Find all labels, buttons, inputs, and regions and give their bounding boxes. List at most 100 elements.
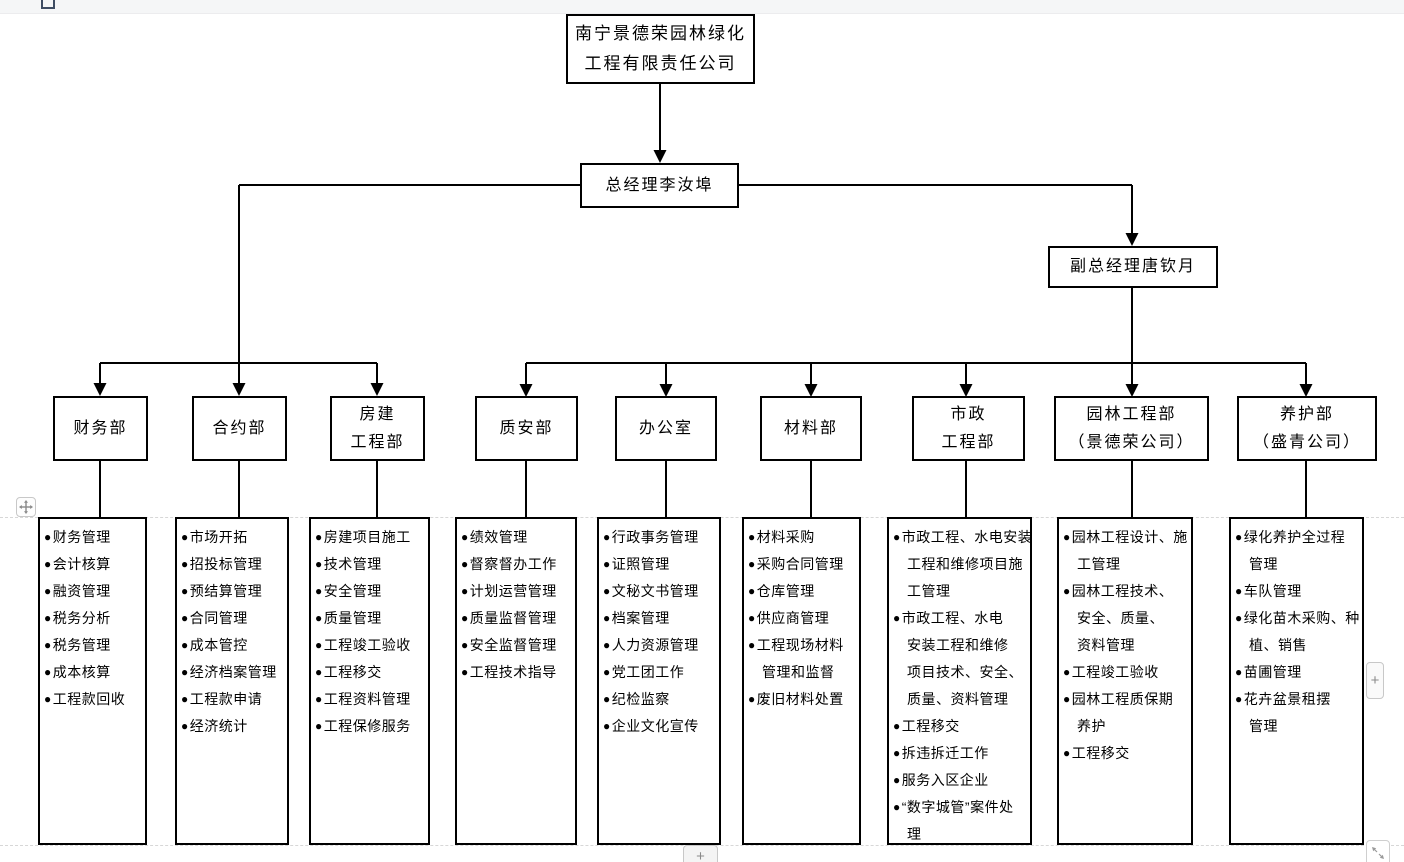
duty-text: “数字城管”案件处	[901, 798, 1014, 815]
duty-text: 工管理	[1077, 555, 1121, 572]
bullet-icon: ●	[893, 799, 901, 814]
department-box[interactable]: 财务部	[53, 396, 148, 461]
duty-text: 园林工程设计、施	[1071, 528, 1188, 545]
bullet-icon: ●	[181, 691, 189, 706]
org-node-deputy-manager[interactable]: 副总经理唐钦月	[1048, 246, 1218, 288]
duty-item: ●工程移交	[315, 658, 428, 685]
bullet-icon: ●	[315, 691, 323, 706]
department-duties-box[interactable]: ●园林工程设计、施工管理●园林工程技术、安全、质量、资料管理●工程竣工验收●园林…	[1057, 517, 1193, 845]
duty-text: 人力资源管理	[611, 636, 699, 653]
deputy-manager-label: 副总经理唐钦月	[1069, 258, 1196, 275]
department-duties-box[interactable]: ●行政事务管理●证照管理●文秘文书管理●档案管理●人力资源管理●党工团工作●纪检…	[597, 517, 721, 845]
department-duties-box[interactable]: ●市场开拓●招投标管理●预结算管理●合同管理●成本管控●经济档案管理●工程款申请…	[175, 517, 289, 845]
department-box[interactable]: 质安部	[475, 396, 578, 461]
canvas-expand-right-button[interactable]: +	[1366, 662, 1384, 699]
org-node-general-manager[interactable]: 总经理李汝埠	[580, 163, 739, 208]
object-move-handle[interactable]	[16, 497, 36, 517]
bullet-icon: ●	[603, 664, 611, 679]
duty-item: ●仓库管理	[748, 577, 859, 604]
department-duties-box[interactable]: ●财务管理●会计核算●融资管理●税务分析●税务管理●成本核算●工程款回收	[38, 517, 147, 845]
bullet-icon: ●	[315, 718, 323, 733]
bullet-icon: ●	[44, 583, 52, 598]
bullet-icon: ●	[461, 556, 469, 571]
duty-text: 预结算管理	[189, 582, 263, 599]
plus-icon: +	[696, 847, 705, 862]
duty-item: ●税务管理	[44, 631, 145, 658]
bullet-icon: ●	[603, 583, 611, 598]
canvas-resize-handle[interactable]	[1366, 840, 1390, 862]
department-duties-box[interactable]: ●房建项目施工●技术管理●安全管理●质量管理●工程竣工验收●工程移交●工程资料管…	[309, 517, 430, 845]
department-name-line: （盛青公司）	[1252, 433, 1361, 451]
duty-text: 工程现场材料	[756, 636, 844, 653]
duty-item: ●苗圃管理	[1235, 658, 1362, 685]
department-duties-box[interactable]: ●绩效管理●督察督办工作●计划运营管理●质量监督管理●安全监督管理●工程技术指导	[455, 517, 577, 845]
duty-item: ●工程技术指导	[461, 658, 575, 685]
department-duties-box[interactable]: ●绿化养护全过程管理●车队管理●绿化苗木采购、种植、销售●苗圃管理●花卉盆景租摆…	[1229, 517, 1364, 845]
bullet-icon: ●	[748, 556, 756, 571]
diagonal-resize-icon	[1372, 847, 1384, 859]
shape-tool-icon[interactable]	[41, 0, 55, 9]
bullet-icon: ●	[181, 556, 189, 571]
duty-text: 园林工程技术、	[1071, 582, 1174, 599]
bullet-icon: ●	[461, 637, 469, 652]
duty-text: 文秘文书管理	[611, 582, 699, 599]
duty-text: 会计核算	[52, 555, 111, 572]
department-box[interactable]: 养护部 （盛青公司）	[1237, 396, 1377, 461]
bullet-icon: ●	[44, 556, 52, 571]
department-box[interactable]: 园林工程部（景德荣公司）	[1054, 396, 1209, 461]
duty-text: 市场开拓	[189, 528, 248, 545]
duty-text: 管理	[1249, 555, 1278, 572]
duty-item: ●绿化苗木采购、种	[1235, 604, 1362, 631]
duty-text: 园林工程质保期	[1071, 690, 1174, 707]
duty-item-continuation: 安装工程和维修	[893, 631, 1030, 658]
duty-item: ●市场开拓	[181, 523, 287, 550]
duty-item: ●成本管控	[181, 631, 287, 658]
bullet-icon: ●	[315, 556, 323, 571]
duty-item: ●园林工程技术、	[1063, 577, 1191, 604]
duty-text: 绿化养护全过程	[1243, 528, 1346, 545]
department-duties-box[interactable]: ●市政工程、水电安装工程和维修项目施工管理●市政工程、水电安装工程和维修项目技术…	[887, 517, 1032, 845]
duty-text: 工程竣工验收	[1071, 663, 1159, 680]
bullet-icon: ●	[1235, 691, 1243, 706]
duty-text: 工程移交	[1071, 744, 1130, 761]
duty-text: 供应商管理	[756, 609, 830, 626]
canvas-expand-bottom-button[interactable]: +	[683, 845, 718, 862]
duty-item: ●会计核算	[44, 550, 145, 577]
top-application-strip	[0, 0, 1404, 14]
org-node-company[interactable]: 南宁景德荣园林绿化 工程有限责任公司	[566, 14, 755, 84]
duty-text: 督察督办工作	[469, 555, 557, 572]
duty-text: 项目技术、安全、	[907, 663, 1023, 680]
duty-text: 质量管理	[323, 609, 382, 626]
bullet-icon: ●	[748, 610, 756, 625]
duty-text: 管理	[1249, 717, 1278, 734]
department-box[interactable]: 材料部	[760, 396, 862, 461]
department-duties-box[interactable]: ●材料采购●采购合同管理●仓库管理●供应商管理●工程现场材料管理和监督●废旧材料…	[742, 517, 861, 845]
duty-text: 税务分析	[52, 609, 111, 626]
duty-item: ●质量监督管理	[461, 604, 575, 631]
department-box[interactable]: 合约部	[192, 396, 287, 461]
bullet-icon: ●	[44, 691, 52, 706]
duty-text: 招投标管理	[189, 555, 263, 572]
bullet-icon: ●	[181, 637, 189, 652]
department-name-line: 财务部	[73, 419, 128, 437]
bullet-icon: ●	[44, 664, 52, 679]
duty-text: 管理和监督	[762, 663, 835, 680]
department-name-line: 材料部	[783, 419, 838, 437]
duty-text: 工程和维修项目施	[907, 555, 1023, 572]
department-box[interactable]: 办公室	[615, 396, 717, 461]
department-box[interactable]: 市政工程部	[912, 396, 1025, 461]
department-name-line: 养护部	[1279, 405, 1334, 423]
bullet-icon: ●	[461, 664, 469, 679]
duty-text: 绩效管理	[469, 528, 528, 545]
duty-text: 财务管理	[52, 528, 111, 545]
duty-item: ●党工团工作	[603, 658, 719, 685]
department-box[interactable]: 房建工程部	[330, 396, 425, 461]
duty-item: ●房建项目施工	[315, 523, 428, 550]
duty-text: 材料采购	[756, 528, 815, 545]
duty-item: ●工程款申请	[181, 685, 287, 712]
duty-item-continuation: 管理和监督	[748, 658, 859, 685]
bullet-icon: ●	[603, 556, 611, 571]
bullet-icon: ●	[315, 610, 323, 625]
duty-item: ●经济档案管理	[181, 658, 287, 685]
duty-item: ●预结算管理	[181, 577, 287, 604]
